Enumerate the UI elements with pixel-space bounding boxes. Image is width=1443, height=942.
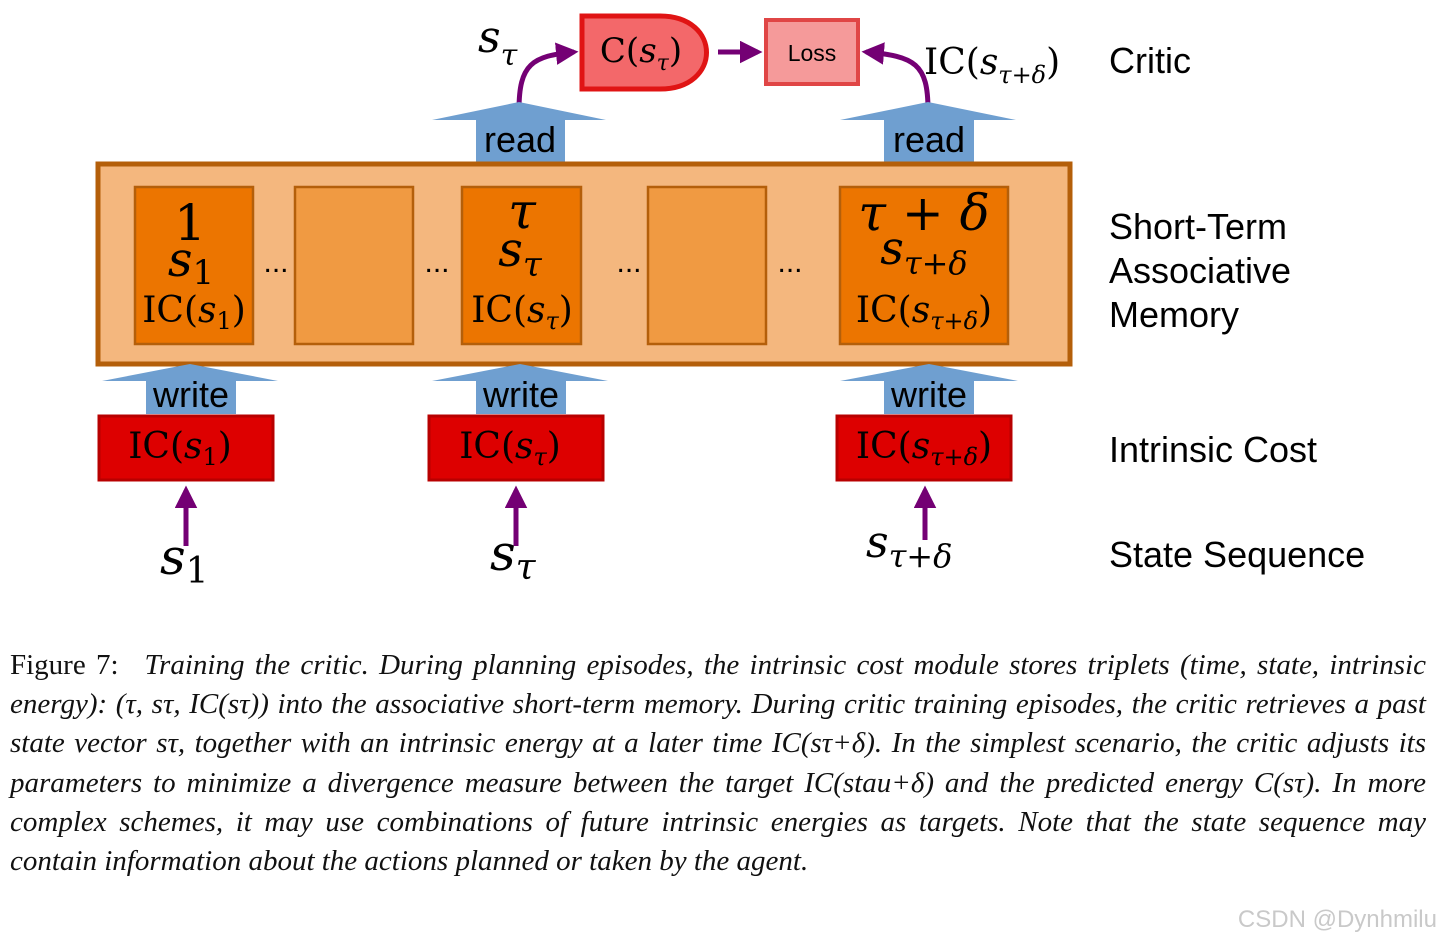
- write-arrow-2: [432, 364, 608, 414]
- write-label-2: write: [482, 374, 559, 415]
- figure-label: Figure 7:: [10, 649, 119, 681]
- row-label-state-sequence: State Sequence: [1109, 534, 1365, 575]
- read-label-right: read: [893, 119, 965, 160]
- write-arrow-1: [102, 364, 278, 414]
- write-arrow-3: [840, 364, 1018, 414]
- critic-input-state: sτ: [478, 12, 518, 73]
- watermark: CSDN @Dynhmilu: [1237, 906, 1437, 933]
- figure-caption: Figure 7:Training the critic. During pla…: [10, 646, 1426, 881]
- memory-cell-tau: [460, 185, 583, 346]
- row-label-critic: Critic: [1109, 40, 1191, 81]
- row-label-memory-2: Associative: [1109, 250, 1291, 291]
- read-label-left: read: [484, 119, 556, 160]
- loss-label: Loss: [788, 40, 837, 66]
- row-label-memory-1: Short-Term: [1109, 206, 1287, 247]
- memory-cell-empty: [293, 185, 415, 346]
- memory-cell-empty: [646, 185, 768, 346]
- memory-cell-tau-time: τ: [508, 182, 537, 240]
- memory-ellipsis: ...: [777, 246, 802, 279]
- critic-box-label: C(sτ): [600, 31, 682, 76]
- intrinsic-cost-box-3: [835, 414, 1013, 482]
- memory-cell-1: [133, 185, 255, 346]
- critic-input-target: IC(sτ+δ): [924, 42, 1060, 89]
- intrinsic-cost-label-3: IC(sτ+δ): [856, 426, 992, 471]
- read-arrow-left: [432, 102, 606, 162]
- state-s1: s1: [160, 528, 209, 592]
- write-label-1: write: [152, 374, 229, 415]
- memory-ellipsis: ...: [263, 246, 288, 279]
- memory-cell-tau-delta: [838, 185, 1010, 346]
- state-s-tau-delta: sτ+δ: [866, 517, 952, 575]
- intrinsic-cost-box-2: [427, 414, 605, 482]
- memory-ellipsis: ...: [424, 246, 449, 279]
- write-label-3: write: [890, 374, 967, 415]
- intrinsic-cost-box-1: [97, 414, 275, 482]
- read-to-critic-arrow: [516, 42, 579, 111]
- loss-box: [764, 18, 860, 86]
- read-to-loss-arrow: [861, 42, 931, 111]
- memory-cell-tau-delta-cost: IC(sτ+δ): [856, 290, 992, 335]
- row-label-memory-3: Memory: [1109, 294, 1239, 335]
- row-label-intrinsic-cost: Intrinsic Cost: [1109, 429, 1317, 470]
- read-arrow-right: [840, 102, 1016, 162]
- critic-box: [579, 13, 709, 92]
- critic-training-diagram: C(sτ) Loss sτ IC(sτ+δ) read read 1 s1 IC…: [95, 12, 1365, 592]
- state-s-tau: sτ: [490, 524, 537, 588]
- figure-caption-text: Training the critic. During planning epi…: [10, 649, 1426, 878]
- memory-cell-tau-delta-time: τ + δ: [858, 184, 989, 242]
- memory-cell-1-time: 1: [174, 194, 206, 252]
- memory-ellipsis: ...: [616, 246, 641, 279]
- intrinsic-cost-label-2: IC(sτ): [459, 426, 561, 471]
